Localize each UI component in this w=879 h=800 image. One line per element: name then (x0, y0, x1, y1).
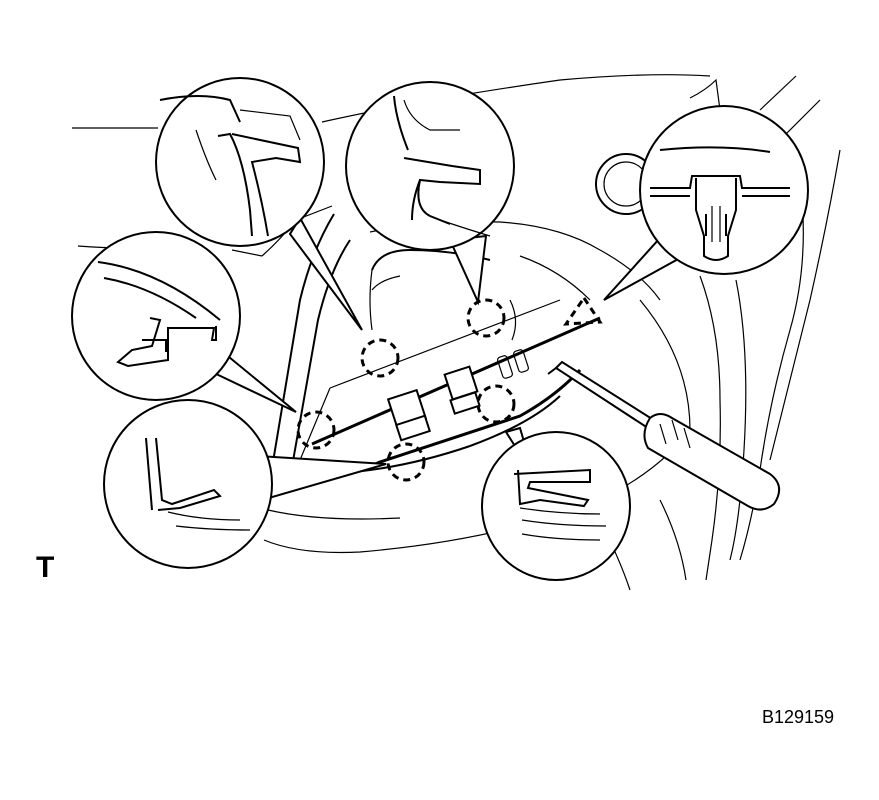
callout-claw-detail (603, 105, 809, 301)
lock-switch-b (513, 349, 529, 373)
callout-clip-detail-3 (71, 231, 297, 413)
switch-rear-left (395, 414, 431, 442)
callout-clip-detail-5 (481, 426, 631, 581)
view-marker: T (36, 551, 55, 584)
clip-marker-top-center (466, 298, 506, 338)
screwdriver-handle (643, 413, 781, 511)
clip-marker-top-left (360, 338, 400, 378)
callout-clip-detail-2 (345, 81, 515, 306)
door-panel-outline (72, 74, 841, 591)
callout-clip-detail-1 (155, 77, 363, 331)
callout-clip-detail-4 (103, 399, 387, 569)
lock-switch-a (497, 355, 513, 379)
screwdriver-tool (547, 360, 781, 511)
clip-marker-bottom-center (476, 384, 516, 424)
figure-id: B129159 (762, 707, 835, 727)
clip-markers (296, 295, 603, 482)
clip-marker-bottom-left (386, 442, 426, 482)
clip-marker-left (296, 410, 336, 450)
claw-marker-triangle (563, 295, 603, 326)
